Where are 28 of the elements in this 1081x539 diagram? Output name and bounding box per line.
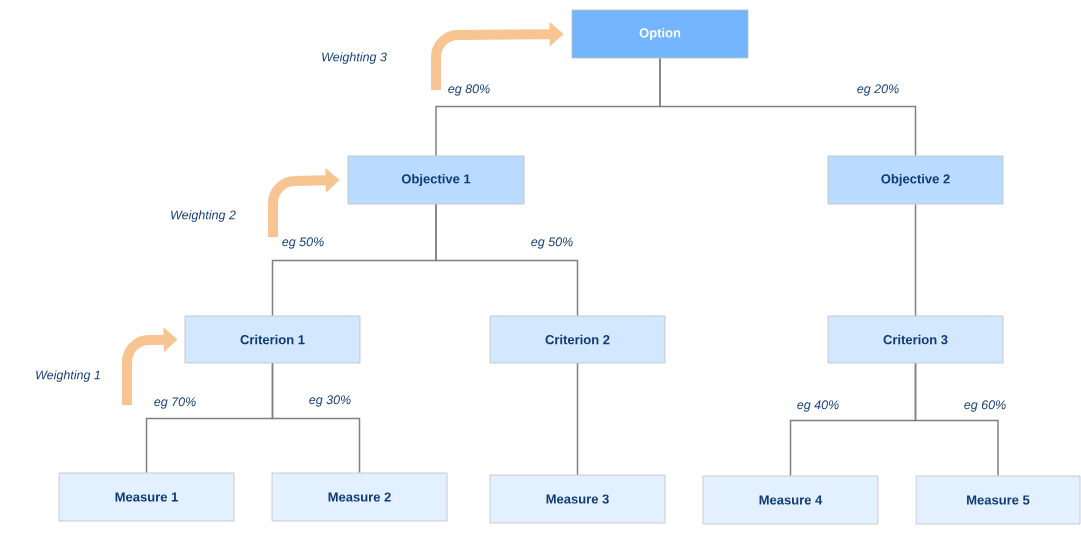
edge-label: eg 50% [280, 236, 326, 250]
process-box: Criterion 2 [489, 315, 666, 364]
process-box: Option [571, 9, 749, 59]
connector-line [576, 362, 579, 476]
edge-label: eg 50% [529, 236, 575, 250]
connector-line [659, 57, 917, 157]
connector-line [435, 203, 579, 317]
edge-label: Weighting 2 [169, 209, 237, 223]
process-box: Measure 1 [58, 472, 235, 522]
edge-label: eg 80% [446, 83, 492, 97]
process-box: Measure 3 [489, 474, 666, 524]
edge-label: eg 30% [307, 394, 353, 408]
edge-label: Weighting 1 [34, 369, 102, 383]
process-box: Objective 1 [347, 155, 525, 205]
edge-label: eg 40% [795, 399, 841, 413]
edge-label: Weighting 3 [320, 51, 388, 65]
process-box: Measure 5 [915, 475, 1081, 525]
edge-label: eg 20% [855, 83, 901, 97]
connector-line [914, 203, 917, 317]
process-box: Criterion 1 [184, 315, 361, 364]
process-box: Measure 2 [271, 472, 448, 522]
connector-line [271, 362, 361, 474]
process-box: Objective 2 [827, 155, 1004, 205]
edge-label: eg 70% [152, 396, 198, 410]
process-box: Criterion 3 [827, 315, 1004, 364]
edge-label: eg 60% [962, 399, 1008, 413]
connector-line [914, 362, 999, 477]
process-box: Measure 4 [702, 475, 879, 525]
